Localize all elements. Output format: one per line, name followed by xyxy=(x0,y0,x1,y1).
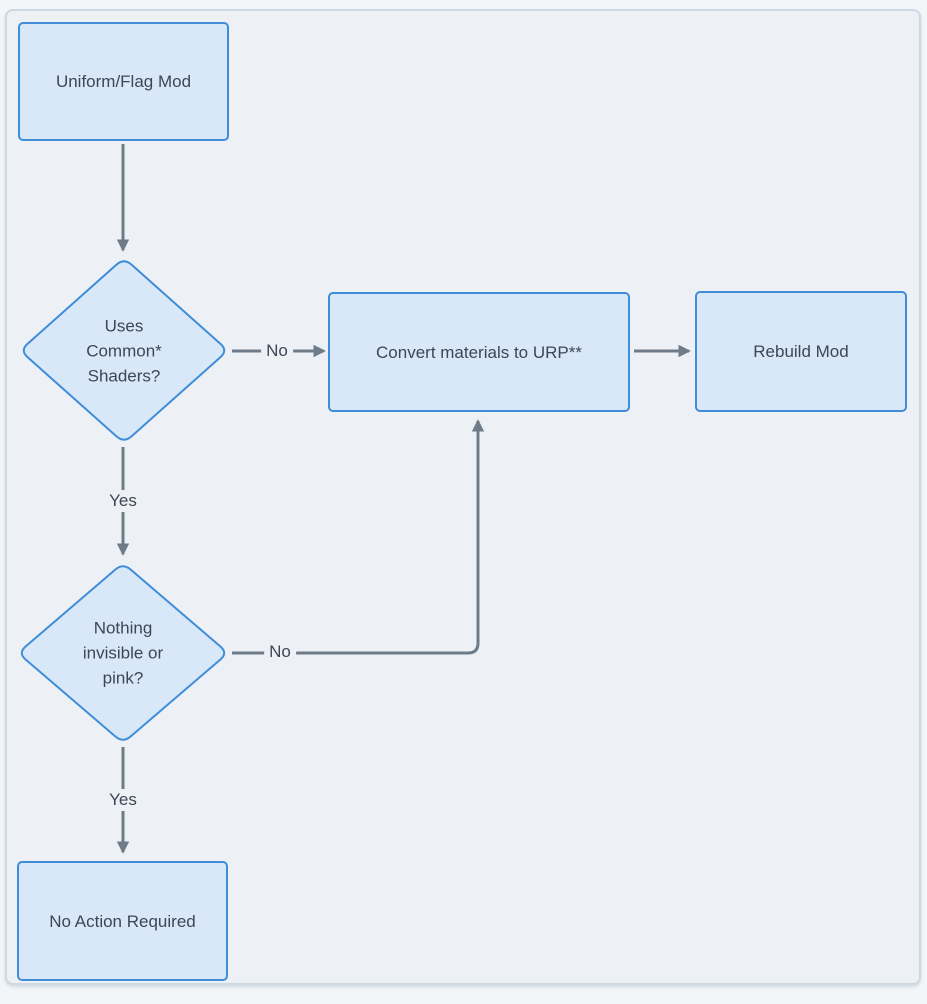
node-rebuild-mod: Rebuild Mod xyxy=(695,291,907,412)
decision-shaders-label: Uses Common* Shaders? xyxy=(86,316,162,386)
node-convert-materials-label: Convert materials to URP** xyxy=(376,342,582,362)
node-uniform-flag-mod: Uniform/Flag Mod xyxy=(18,22,229,141)
edge-label-pink-no: No xyxy=(264,641,296,663)
edge-label-shaders-yes: Yes xyxy=(104,490,142,512)
diagram-canvas xyxy=(5,9,921,985)
edge-label-shaders-no: No xyxy=(261,340,293,362)
node-no-action-required-label: No Action Required xyxy=(49,911,196,931)
node-no-action-required: No Action Required xyxy=(17,861,228,981)
edge-label-pink-yes: Yes xyxy=(104,789,142,811)
node-uniform-flag-mod-label: Uniform/Flag Mod xyxy=(55,72,192,91)
node-rebuild-mod-label: Rebuild Mod xyxy=(753,342,849,361)
node-convert-materials: Convert materials to URP** xyxy=(328,292,630,412)
decision-pink-label: Nothing invisible or pink? xyxy=(82,618,164,688)
